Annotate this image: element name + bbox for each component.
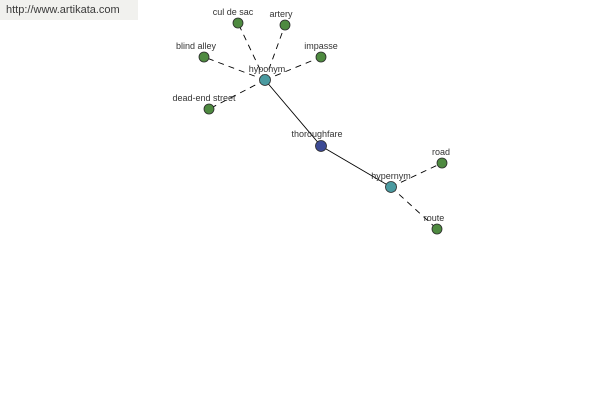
node-hypernym[interactable]: hypernym: [371, 171, 411, 193]
node-road[interactable]: road: [432, 147, 450, 169]
node-blind-alley-dot[interactable]: [198, 51, 210, 63]
node-road-label: road: [432, 147, 450, 157]
node-dead-end-street-label: dead-end street: [172, 93, 236, 103]
node-hyponym[interactable]: hyponym: [249, 64, 286, 86]
node-route-dot[interactable]: [431, 223, 443, 235]
node-artery[interactable]: artery: [269, 9, 293, 31]
node-road-dot[interactable]: [436, 157, 448, 169]
node-hypernym-dot[interactable]: [385, 181, 397, 193]
node-thoroughfare-dot[interactable]: [315, 140, 327, 152]
node-thoroughfare-label: thoroughfare: [291, 129, 342, 139]
node-blind-alley[interactable]: blind alley: [176, 41, 217, 63]
node-cul-de-sac-label: cul de sac: [213, 7, 254, 17]
edge-hypernym-to-road: [390, 162, 443, 188]
node-impasse-dot[interactable]: [315, 51, 327, 63]
edges-layer: [203, 22, 443, 230]
node-route[interactable]: route: [424, 213, 445, 235]
node-cul-de-sac-dot[interactable]: [232, 17, 244, 29]
node-artery-label: artery: [269, 9, 293, 19]
node-impasse[interactable]: impasse: [304, 41, 338, 63]
nodes-layer: thoroughfare hyponym hypernym cul de sac art…: [172, 7, 450, 235]
edge-thoroughfare-to-hyponym: [264, 79, 322, 147]
node-thoroughfare[interactable]: thoroughfare: [291, 129, 343, 152]
node-cul-de-sac[interactable]: cul de sac: [213, 7, 254, 29]
node-dead-end-street[interactable]: dead-end street: [172, 93, 236, 115]
node-hyponym-label: hyponym: [249, 64, 286, 74]
node-dead-end-street-dot[interactable]: [203, 103, 215, 115]
node-hyponym-dot[interactable]: [259, 74, 271, 86]
node-route-label: route: [424, 213, 445, 223]
node-hypernym-label: hypernym: [371, 171, 411, 181]
node-blind-alley-label: blind alley: [176, 41, 217, 51]
node-artery-dot[interactable]: [279, 19, 291, 31]
edge-thoroughfare-to-hypernym: [320, 145, 392, 188]
watermark-link[interactable]: http://www.artikata.com: [0, 0, 138, 20]
edge-hyponym-to-artery: [264, 24, 286, 81]
node-impasse-label: impasse: [304, 41, 338, 51]
